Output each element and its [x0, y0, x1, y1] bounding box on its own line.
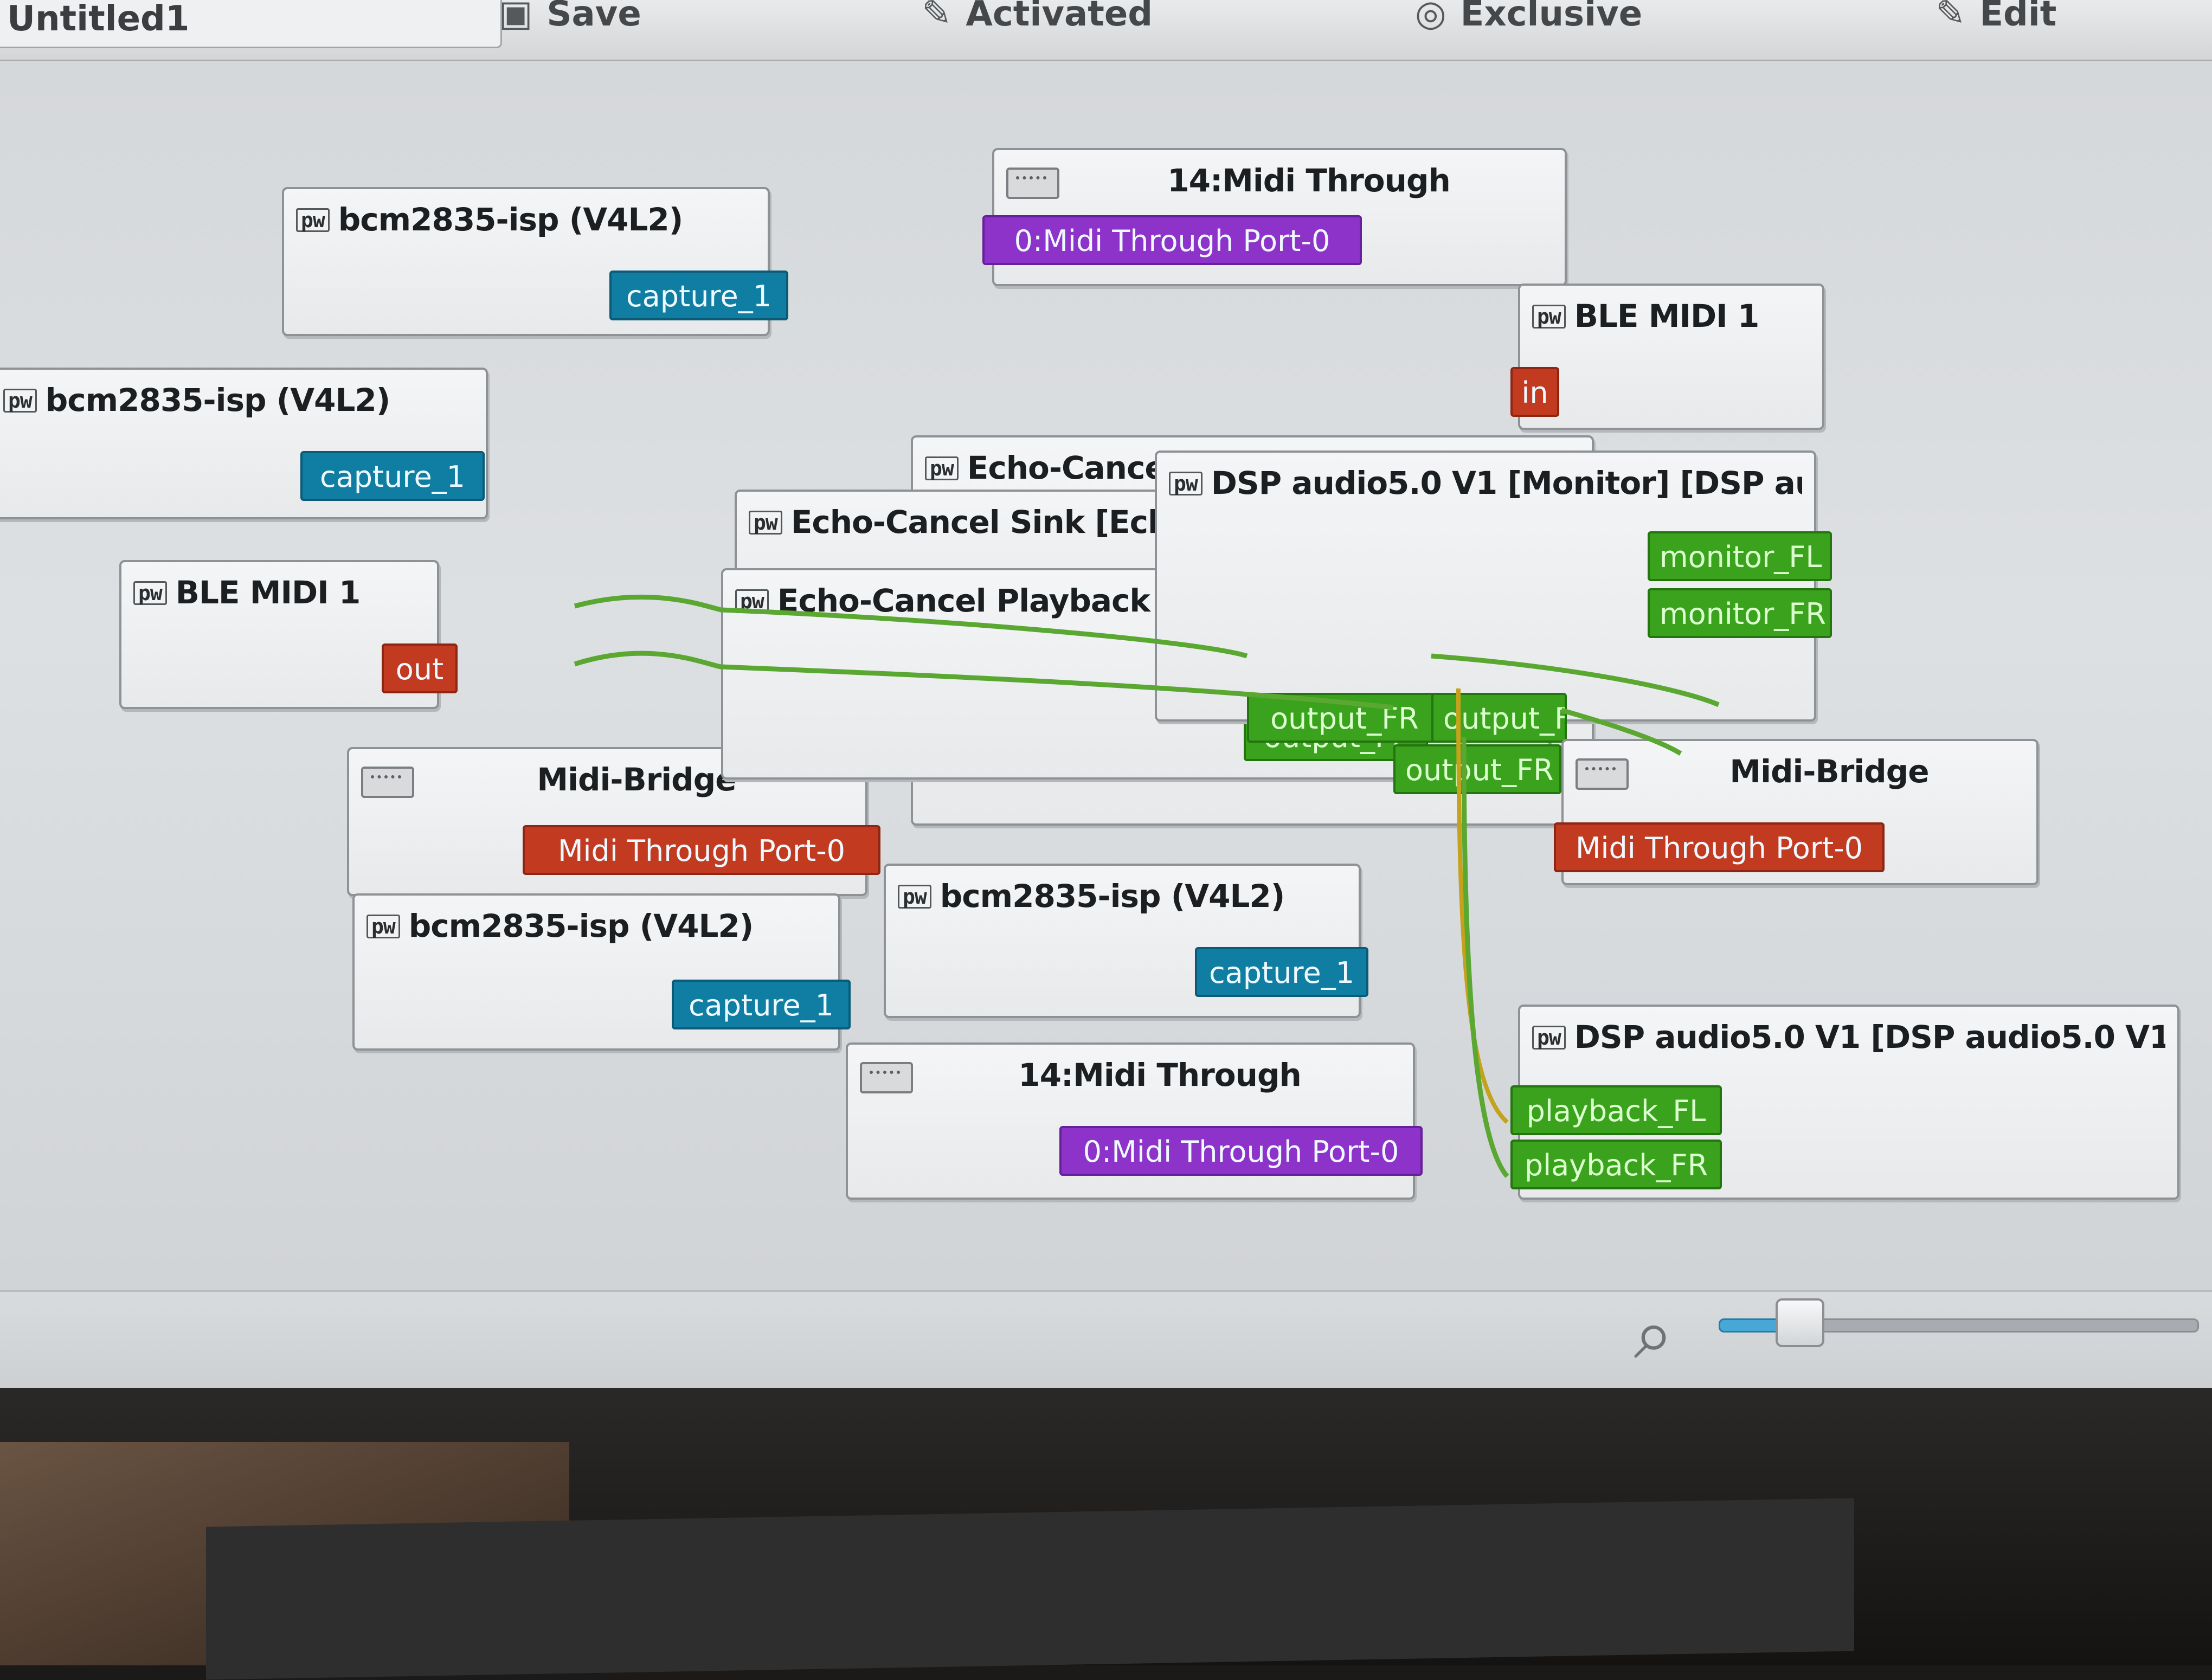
- capture-port[interactable]: capture_1: [1195, 947, 1368, 997]
- pipewire-icon: pw: [366, 915, 400, 938]
- pipewire-icon: pw: [1532, 1026, 1566, 1050]
- midi-output-port[interactable]: 0:Midi Through Port-0: [1059, 1126, 1423, 1176]
- status-bar: [0, 1290, 2212, 1388]
- node-title: Midi-Bridge: [1729, 753, 1929, 790]
- alsa-icon: [361, 767, 414, 798]
- pipewire-icon: pw: [3, 389, 37, 413]
- alsa-icon: [1576, 758, 1629, 790]
- capture-port[interactable]: capture_1: [609, 271, 788, 320]
- edit-label: Edit: [1979, 0, 2057, 34]
- midi-input-port[interactable]: in: [1510, 367, 1559, 417]
- activated-button[interactable]: ✎ Activated: [922, 0, 1153, 38]
- playback-fr-port[interactable]: playback_FR: [1510, 1140, 1722, 1189]
- midi-output-port[interactable]: out: [382, 643, 458, 693]
- graph-canvas[interactable]: 14:Midi Through 0:Midi Through Port-0 pw…: [0, 61, 2212, 1297]
- alsa-icon: [860, 1062, 913, 1093]
- midi-output-port[interactable]: 0:Midi Through Port-0: [982, 215, 1362, 265]
- capture-port[interactable]: capture_1: [672, 980, 851, 1029]
- zoom-slider-handle[interactable]: [1776, 1298, 1825, 1347]
- save-label: Save: [546, 0, 641, 34]
- output-fr-port[interactable]: output_FR: [1247, 693, 1442, 743]
- pipewire-icon: pw: [898, 885, 931, 909]
- pipewire-icon: pw: [1169, 472, 1203, 495]
- node-midi-through-bottom[interactable]: 14:Midi Through 0:Midi Through Port-0: [846, 1042, 1423, 1200]
- exclusive-button[interactable]: ◎ Exclusive: [1415, 0, 1642, 38]
- document-tab[interactable]: Untitled1: [0, 0, 502, 48]
- pipewire-icon: pw: [735, 589, 769, 613]
- output-fr-port[interactable]: output_FR: [1393, 744, 1561, 794]
- activated-label: Activated: [966, 0, 1153, 34]
- save-button[interactable]: ▣ Save: [499, 0, 641, 38]
- alsa-icon: [1006, 168, 1059, 199]
- playback-fl-port[interactable]: playback_FL: [1510, 1085, 1722, 1135]
- edit-button[interactable]: ✎ Edit: [1935, 0, 2056, 38]
- zoom-icon[interactable]: ⌕: [1634, 1292, 1674, 1375]
- edit-icon: ✎: [1935, 0, 1966, 34]
- midi-input-port[interactable]: Midi Through Port-0: [1554, 822, 1885, 872]
- output-fl-port[interactable]: output_FL: [1431, 693, 1567, 743]
- pipewire-icon: pw: [1532, 305, 1566, 329]
- monitor-fl-port[interactable]: monitor_FL: [1648, 531, 1832, 581]
- save-icon: ▣: [499, 0, 533, 34]
- pipewire-icon: pw: [925, 456, 959, 480]
- monitor-fr-port[interactable]: monitor_FR: [1648, 588, 1832, 638]
- node-title: 14:Midi Through: [1167, 162, 1451, 199]
- node-midi-bridge[interactable]: Midi-Bridge Midi Through Port-0: [1554, 739, 2039, 885]
- toolbar: Untitled1 ▣ Save ✎ Activated ◎ Exclusive ✎ E…: [0, 0, 2212, 61]
- paper-sheet: [206, 1498, 1854, 1680]
- screen: Untitled1 ▣ Save ✎ Activated ◎ Exclusive ✎ E…: [0, 0, 2212, 1388]
- midi-output-port[interactable]: Midi Through Port-0: [523, 825, 880, 875]
- node-title: Midi-Bridge: [537, 761, 736, 798]
- pipewire-icon: pw: [296, 208, 330, 232]
- lock-icon: ◎: [1415, 0, 1446, 34]
- exclusive-label: Exclusive: [1460, 0, 1643, 34]
- pipewire-icon: pw: [133, 581, 167, 605]
- pipewire-icon: pw: [749, 511, 782, 535]
- node-midi-through-top[interactable]: 14:Midi Through 0:Midi Through Port-0: [982, 148, 1567, 286]
- pen-icon: ✎: [922, 0, 952, 34]
- node-title: 14:Midi Through: [1018, 1057, 1302, 1093]
- capture-port[interactable]: capture_1: [300, 451, 485, 501]
- zoom-slider-fill: [1719, 1318, 1785, 1333]
